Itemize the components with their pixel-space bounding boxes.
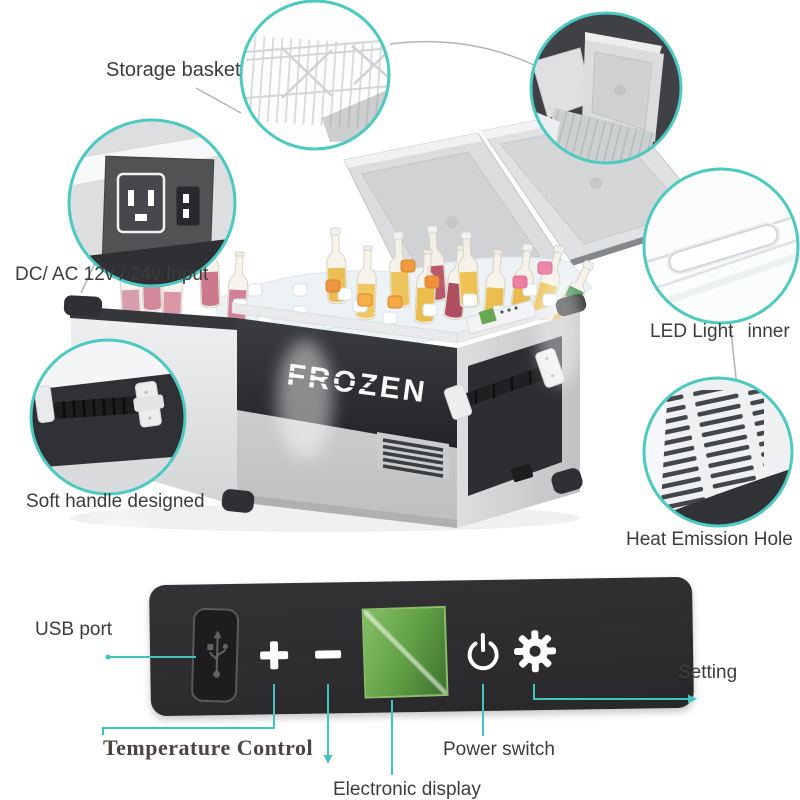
dc-ac-input-label: DC/ AC 12v / 24v Input <box>15 264 209 285</box>
inset-power-input <box>67 118 237 288</box>
usb-icon <box>207 630 228 678</box>
fridge-rim <box>231 296 583 344</box>
ice-cubes <box>232 259 558 329</box>
cold-mist <box>94 275 642 583</box>
temperature-down-button <box>304 630 353 679</box>
ice-bed <box>214 256 593 346</box>
settings-button <box>514 630 557 673</box>
usb-port-label: USB port <box>35 619 113 640</box>
front-vent-grille <box>377 432 449 480</box>
electronic-display-screen <box>361 605 449 699</box>
power-switch-label: Power switch <box>443 739 555 760</box>
usb-port <box>190 607 240 703</box>
corner-bumpers <box>63 293 587 513</box>
fridge-right-face <box>457 312 580 528</box>
fridge-lid-right <box>481 103 711 266</box>
control-panel <box>149 576 694 717</box>
temperature-control-label: Temperature Control <box>103 735 314 760</box>
gear-icon <box>514 630 557 673</box>
connector-lines <box>79 40 738 388</box>
minus-icon <box>315 650 342 659</box>
electronic-display-label: Electronic display <box>333 779 481 800</box>
inset-lid-corner <box>529 11 683 165</box>
brand-logo: FROZEN <box>285 358 429 409</box>
inset-soft-handle <box>29 338 187 496</box>
svg-text:FROZEN: FROZEN <box>285 358 429 409</box>
rim-control-display <box>465 299 537 335</box>
heat-emission-label: Heat Emission Hole <box>626 529 793 550</box>
fridge-lid-left <box>343 132 565 309</box>
soft-handle-label: Soft handle designed <box>26 491 205 512</box>
inset-led-light <box>642 167 800 325</box>
inset-storage-basket <box>239 0 391 151</box>
setting-label: Setting <box>678 662 738 683</box>
fridge-front-face <box>237 318 457 528</box>
storage-basket-label: Storage basket <box>106 59 241 81</box>
dc-port <box>175 185 201 227</box>
side-handle <box>443 348 565 420</box>
power-switch-button <box>467 633 499 671</box>
ac-inlet <box>116 172 166 234</box>
power-icon <box>467 633 499 671</box>
inset-heat-emission <box>642 376 794 528</box>
temperature-up-button <box>250 631 299 680</box>
side-socket <box>510 463 534 483</box>
fridge-left-face <box>70 306 237 506</box>
